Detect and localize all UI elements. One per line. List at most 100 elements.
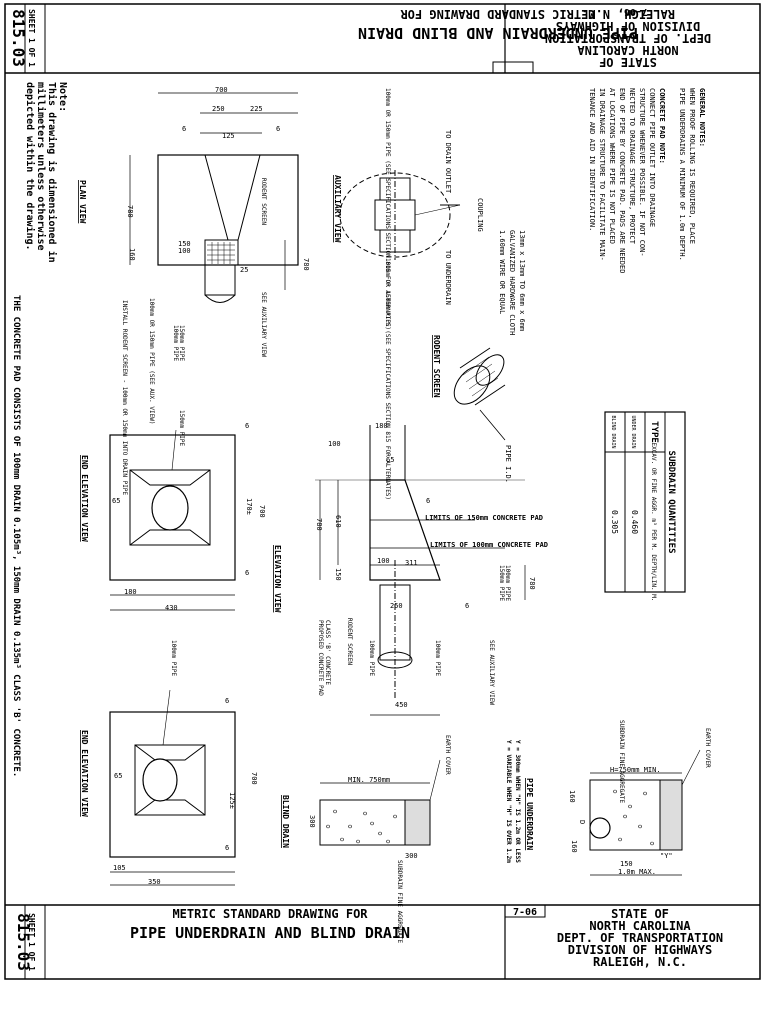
note-line1: This drawing is dimensioned in [46, 82, 58, 263]
plan-dim: 25 [240, 266, 248, 274]
table-col-excav: EXCAV. OR FINE AGGR. m³ PER M. DEPTH/LIN… [650, 443, 657, 602]
plan-view: 700 250 225 6 125 6 780 150 100 160 25 7… [78, 86, 310, 495]
end2-dim: 700 [250, 772, 258, 785]
blind-earth: EARTH COVER [444, 735, 451, 775]
elevation-view-label: ELEVATION VIEW [273, 545, 282, 613]
rodent-screen-label: RODENT SCREEN [432, 335, 441, 398]
plan-install: INSTALL RODENT SCREEN - 100mm OR 150mm I… [121, 300, 128, 495]
note-line3: depicted within the drawing. [24, 82, 36, 251]
pu-y1: Y = 300mm WHEN "H" IS 1.2m OR LESS [514, 740, 521, 863]
plan-dim: 100 [178, 247, 191, 255]
elev-dim: 180 [375, 422, 388, 430]
blind-dim300b: 300 [405, 852, 418, 860]
agency-state2: NORTH CAROLINA [589, 919, 691, 933]
elev-aux: SEE AUXILIARY VIEW [488, 640, 495, 705]
elev-pipe100-b: 100mm PIPE [368, 640, 375, 677]
agency-state2-top: NORTH CAROLINA [577, 43, 679, 57]
end1-dim: 65 [112, 497, 120, 505]
agency-dept: DEPT. OF TRANSPORTATION [557, 931, 723, 945]
note-line: NECTED TO DRAINAGE STRUCTURE, PROTECT [628, 88, 636, 245]
title-line1-top: METRIC STANDARD DRAWING FOR [400, 7, 596, 21]
agency-division-top: DIVISION OF HIGHWAYS [556, 19, 701, 33]
rodent-spec-2: GALVANIZED HARDWARE CLOTH [508, 230, 516, 335]
elev-dim: 780 [315, 518, 323, 531]
end1-pipe: 150mm PIPE [178, 410, 185, 447]
elev-dim: 780 [528, 577, 536, 590]
table-row-type: UNDER DRAIN [630, 415, 636, 448]
agency-state: STATE OF [611, 907, 669, 921]
note-line2: millimeters unless otherwise [35, 82, 47, 251]
end1-dim: 700 [258, 505, 266, 518]
table-title: SUBDRAIN QUANTITIES [666, 451, 676, 554]
pu-earth: EARTH COVER [704, 728, 711, 768]
rodent-spec-3: 1.60mm WIRE OR EQUAL [498, 230, 506, 314]
agency-state-top: STATE OF [599, 55, 657, 69]
table-row-value: 0.305 [610, 510, 619, 534]
sheet-label-bottom: SHEET 1 OF 1 [27, 913, 36, 971]
plan-rodent-label: RODENT SCREEN [260, 178, 267, 225]
plan-dim: 150 [178, 240, 191, 248]
general-notes: GENERAL NOTES: WHEN PROOF ROLLING IS REQ… [588, 88, 706, 273]
revision-top: 7-06 [624, 6, 648, 17]
blind-drain-label: BLIND DRAIN [281, 795, 290, 848]
table-row-type: BLIND DRAIN [610, 415, 616, 448]
sheet-label-top: SHEET 1 OF 1 [27, 9, 36, 67]
elev-dim: 6 [465, 602, 469, 610]
note-line: AT LOCATIONS WHERE PIPE IS NOT PLACED [608, 88, 616, 244]
end2-dim: 6 [225, 697, 229, 705]
concrete-pad-note: THE CONCRETE PAD CONSISTS OF 100mm DRAIN… [11, 295, 21, 777]
plan-dim: 125 [222, 132, 235, 140]
pu-dim160a: 160 [568, 790, 576, 803]
end2-pipe: 100mm PIPE [170, 640, 177, 677]
end1-dim: 170± [245, 498, 253, 515]
end1-dim: 6 [245, 422, 249, 430]
aux-to-outlet: TO DRAIN OUTLET [444, 130, 452, 194]
elev-limits100: LIMITS OF 100mm CONCRETE PAD [430, 541, 548, 549]
plan-pipe3: 100mm OR 150mm PIPE (SEE AUX. VIEW) [148, 298, 155, 424]
dimension-note: Note: This drawing is dimensioned in mil… [24, 82, 68, 263]
pu-dim160b: 160 [570, 840, 578, 853]
plan-view-label: PLAN VIEW [78, 180, 87, 224]
end-elevation-view-2: 100mm PIPE 6 65 700 125± 6 105 350 END E… [80, 640, 258, 886]
elev-dim: 65 [386, 456, 394, 464]
note-line: TENANCE AND AID IN IDENTIFICATION. [588, 88, 596, 231]
end-elevation-view-1: 150mm PIPE 6 65 170± 700 6 180 430 END E… [80, 410, 266, 612]
pipe-underdrain-label: PIPE UNDERDRAIN [525, 778, 534, 850]
rodent-screen-spec: 13mm x 13mm TO 6mm x 6mm GALVANIZED HARD… [498, 230, 526, 335]
plan-dim: 6 [182, 125, 186, 133]
note-line: CONNECT PIPE OUTLET INTO DRAINAGE [648, 88, 656, 227]
note-title: Note: [57, 82, 68, 112]
pu-y2: Y = VARIABLE WHEN "H" IS OVER 1.2m [505, 740, 512, 863]
end2-dim: 105 [113, 864, 126, 872]
elevation-view: LIMITS OF 150mm CONCRETE PAD LIMITS OF 1… [273, 422, 548, 716]
end1-dim: 430 [165, 604, 178, 612]
aux-to-underdrain: TO UNDERDRAIN [444, 250, 452, 305]
subdrain-quantities-table: SUBDRAIN QUANTITIES TYPE EXCAV. OR FINE … [604, 411, 686, 602]
outer-border [4, 3, 761, 980]
pipe-id-label: PIPE I.D. [504, 445, 512, 483]
elev-pipe100-top: 100mm PIPE [504, 565, 511, 602]
note-line: WHEN PROOF ROLLING IS REQUIRED, PLACE [688, 88, 696, 244]
blind-subdrain: SUBDRAIN FINE AGGREGATE [396, 860, 403, 943]
end2-dim: 65 [114, 772, 122, 780]
plan-dim: 6 [276, 125, 280, 133]
elev-dim: 100 [377, 557, 390, 565]
elev-rodent: RODENT SCREEN [346, 618, 353, 665]
elev-limits150: LIMITS OF 150mm CONCRETE PAD [425, 514, 543, 522]
plan-dim: 160 [128, 248, 136, 261]
table-row-value: 0.460 [630, 510, 639, 534]
plan-dim: 700 [215, 86, 228, 94]
end2-label: END ELEVATION VIEW [80, 730, 89, 817]
end2-dim: 125± [228, 792, 236, 809]
elev-dim: 610 [334, 515, 342, 528]
agency-city: RALEIGH, N.C. [593, 955, 687, 969]
rodent-spec-1: 13mm x 13mm TO 6mm x 6mm [518, 230, 526, 331]
title-line1: METRIC STANDARD DRAWING FOR [172, 907, 368, 921]
pu-subdrain: SUBDRAIN FINE AGGREGATE [618, 720, 625, 803]
blind-dim300a: 300 [308, 815, 316, 828]
end1-dim: 180 [124, 588, 137, 596]
agency-dept-top: DEPT. OF TRANSPORTATION [545, 31, 711, 45]
plan-dim: 250 [212, 105, 225, 113]
